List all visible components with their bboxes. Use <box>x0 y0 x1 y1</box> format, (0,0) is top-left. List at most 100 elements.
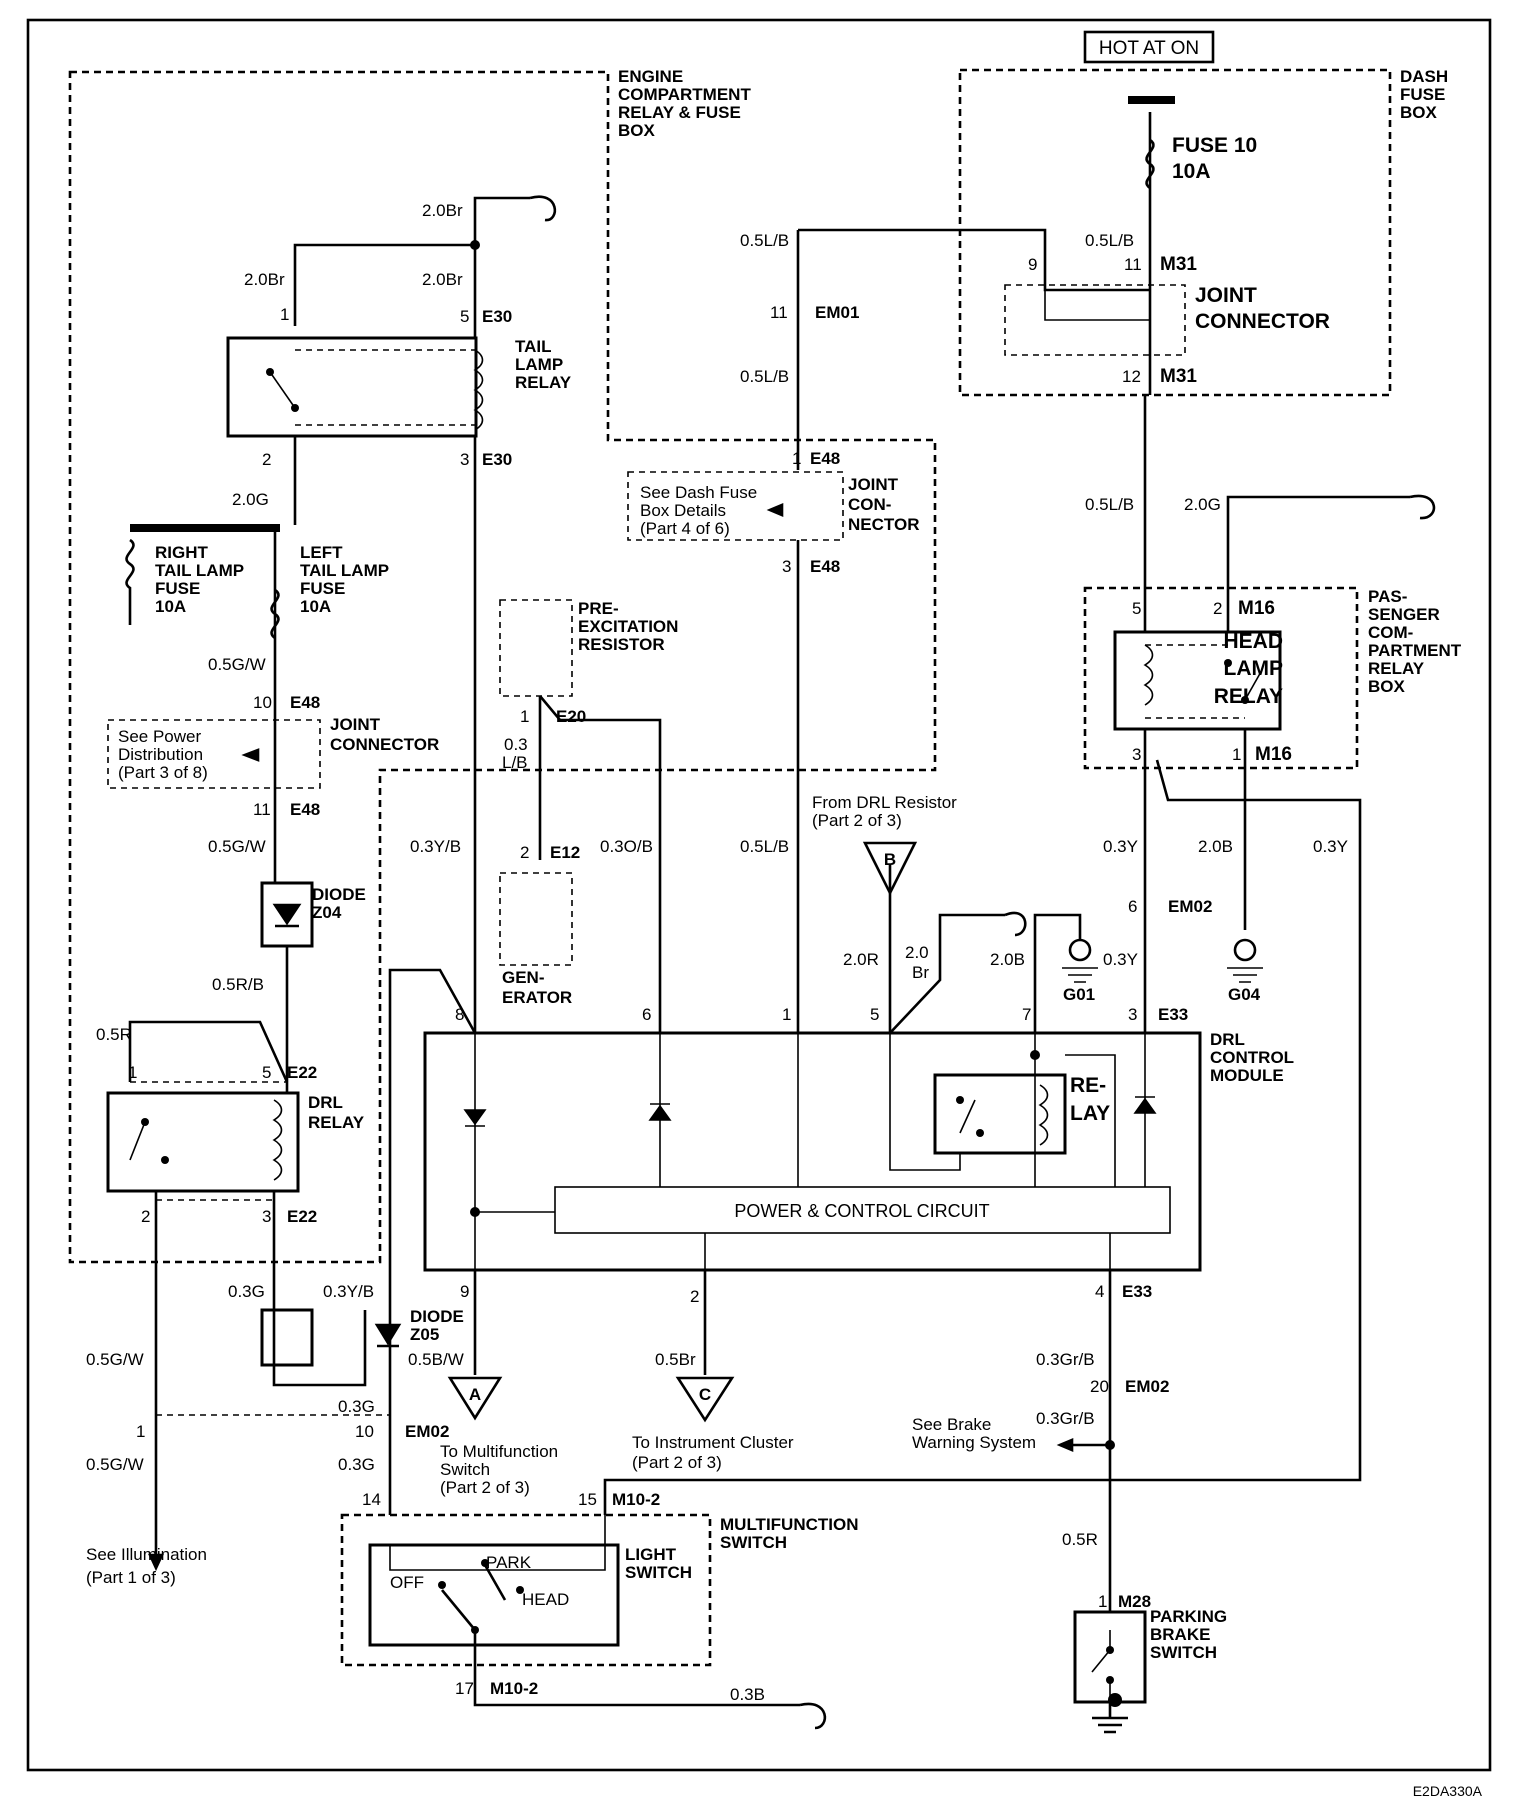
power-control-circuit-box <box>554 1186 1171 1234</box>
wire-label-03b: 0.3B <box>730 1685 765 1704</box>
head-relay-contact-a <box>1224 659 1232 667</box>
wire-20br-top <box>473 196 530 245</box>
e48-joint-lower-outline <box>107 719 321 789</box>
term-e48-3: 3 <box>782 557 791 576</box>
term-em02-20: 20 <box>1090 1377 1109 1396</box>
parking-brake-contact-a <box>1106 1646 1114 1654</box>
note-see-dash-fuse-2: Box Details <box>640 501 726 520</box>
head-lamp-relay-box <box>1113 630 1282 731</box>
left-fuse-label-1: LEFT <box>300 543 343 562</box>
head-relay-label-3: RELAY <box>1214 685 1283 708</box>
hot-at-on-label: HOT AT ON <box>1099 38 1199 59</box>
term-module-8: 8 <box>455 1005 464 1024</box>
e48-joint-upper-outline <box>627 471 844 541</box>
engine-box-line2: COMPARTMENT <box>618 85 751 104</box>
passenger-box-line6: BOX <box>1368 677 1406 696</box>
drl-relay-coil <box>272 1099 283 1181</box>
wire-label-20br-mod-1: 2.0 <box>905 943 929 962</box>
parking-brake-contact-b <box>1106 1676 1114 1684</box>
term-tail-2: 2 <box>262 450 271 469</box>
note-from-drl-2: (Part 2 of 3) <box>812 811 902 830</box>
arrow-brake <box>1056 1438 1074 1452</box>
wire-break-bottom <box>799 1702 827 1730</box>
wire-label-20b-g04: 2.0B <box>1198 837 1233 856</box>
term-e48-11: 11 <box>253 800 271 819</box>
conn-e22-top: E22 <box>287 1063 317 1082</box>
wire-label-05lb-right: 0.5L/B <box>1085 495 1134 514</box>
passenger-box-line4: PARTMENT <box>1368 641 1462 660</box>
m31-joint-outline <box>1004 284 1186 356</box>
wire-label-05rb: 0.5R/B <box>212 975 264 994</box>
wire-label-03y-2: 0.3Y <box>1103 950 1138 969</box>
marker-c-label: C <box>699 1385 711 1404</box>
module-relay-contact-b <box>976 1129 984 1137</box>
right-fuse-label-2: TAIL LAMP <box>155 561 244 580</box>
conn-m31-bottom: M31 <box>1160 366 1197 387</box>
right-fuse-label-3: FUSE <box>155 579 200 598</box>
drl-relay-contact-b <box>161 1156 169 1164</box>
term-module-6: 6 <box>642 1005 651 1024</box>
module-zener-6 <box>648 1103 672 1121</box>
wire-break-top <box>529 195 557 222</box>
term-drl-1: 1 <box>128 1063 137 1082</box>
term-drl-3: 3 <box>262 1207 271 1226</box>
diode-z05-label-2: Z05 <box>410 1325 439 1344</box>
drl-control-module-box <box>423 1031 1202 1272</box>
term-module-3: 3 <box>1128 1005 1137 1024</box>
conn-m10-2-top: M10-2 <box>612 1490 660 1509</box>
left-fuse-label-4: 10A <box>300 597 331 616</box>
pre-excitation-1: PRE- <box>578 599 619 618</box>
parking-brake-label-1: PARKING <box>1150 1607 1227 1626</box>
light-switch-label-2: SWITCH <box>625 1563 692 1582</box>
drl-module-line1: DRL <box>1210 1030 1245 1049</box>
e48-joint-lower-2: CONNECTOR <box>330 735 439 754</box>
switch-arms <box>440 1564 507 1631</box>
term-e12-2: 2 <box>520 843 529 862</box>
term-tail-1: 1 <box>280 305 289 324</box>
arrow-dash-fuse <box>766 503 784 517</box>
module-relay-label-1: RE- <box>1070 1074 1106 1097</box>
m31-joint-label-1: JOINT <box>1195 284 1257 307</box>
marker-a-shape <box>447 1376 503 1421</box>
note-see-dash-fuse-3: (Part 4 of 6) <box>640 519 730 538</box>
module-diode-8 <box>463 1109 487 1127</box>
e48-joint-upper-1: JOINT <box>848 475 899 494</box>
conn-e48-left-top: E48 <box>290 693 320 712</box>
module-relay-label-2: LAY <box>1070 1102 1110 1125</box>
conn-m16-top: M16 <box>1238 598 1275 619</box>
wire-label-03g-3: 0.3G <box>338 1455 375 1474</box>
parking-brake-internal <box>1091 1630 1111 1702</box>
wire-label-05gw-1: 0.5G/W <box>208 655 266 674</box>
note-to-multifunction-2: Switch <box>440 1460 490 1479</box>
drl-relay-label-2: RELAY <box>308 1113 365 1132</box>
wire-label-03grb-2: 0.3Gr/B <box>1036 1409 1095 1428</box>
head-relay-label-2: LAMP <box>1224 657 1284 680</box>
note-see-power-1: See Power <box>118 727 201 746</box>
tail-relay-arm <box>269 371 296 409</box>
wire-label-03grb-1: 0.3Gr/B <box>1036 1350 1095 1369</box>
dash-fuse-box-line1: DASH <box>1400 67 1448 86</box>
pre-excitation-3: RESISTOR <box>578 635 665 654</box>
wire-label-05lb-top: 0.5L/B <box>740 231 789 250</box>
wire-label-20br-left: 2.0Br <box>244 270 285 289</box>
head-relay-label-1: HEAD <box>1223 630 1283 653</box>
conn-e48-mid: E48 <box>810 557 840 576</box>
switch-contact-park <box>481 1559 489 1567</box>
term-drl-2: 2 <box>141 1207 150 1226</box>
wire-05r <box>128 1020 289 1083</box>
passenger-box-line3: COM- <box>1368 623 1413 642</box>
wire-20br-module <box>889 913 1005 1034</box>
switch-contact-off <box>438 1581 446 1589</box>
diode-z05-label-1: DIODE <box>410 1307 464 1326</box>
wire-label-05lb-fuse: 0.5L/B <box>1085 231 1134 250</box>
conn-m10-2-bottom: M10-2 <box>490 1679 538 1698</box>
passenger-box-line5: RELAY <box>1368 659 1425 678</box>
wire-03b <box>473 1665 800 1707</box>
parking-brake-label-3: SWITCH <box>1150 1643 1217 1662</box>
conn-m16-bottom: M16 <box>1255 744 1292 765</box>
note-to-multifunction-3: (Part 2 of 3) <box>440 1478 530 1497</box>
wire-label-20br-right: 2.0Br <box>422 270 463 289</box>
conn-e33-top: E33 <box>1158 1005 1188 1024</box>
junction-brake <box>1105 1440 1115 1450</box>
wire-label-03g-2: 0.3G <box>338 1397 375 1416</box>
